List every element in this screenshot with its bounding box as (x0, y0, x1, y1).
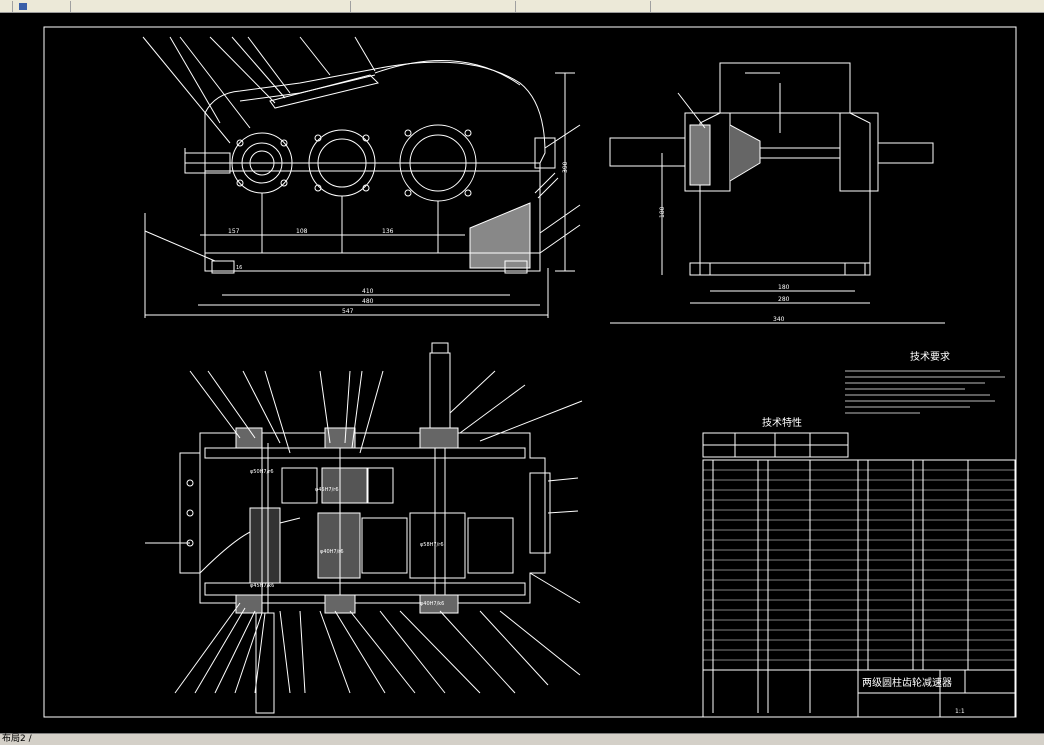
technical-features-table: 技术特性 (702, 416, 849, 458)
tab-document-4[interactable] (516, 0, 651, 12)
svg-text:390: 390 (562, 161, 569, 173)
svg-text:φ40H7/r6: φ40H7/r6 (320, 549, 344, 555)
svg-text:两级圆柱齿轮减速器: 两级圆柱齿轮减速器 (862, 676, 952, 689)
tab-document-1[interactable] (13, 0, 71, 12)
svg-text:φ45H7/k6: φ45H7/k6 (250, 583, 274, 589)
layout-tab-label[interactable]: 布局2 / (2, 734, 32, 744)
svg-text:136: 136 (382, 228, 394, 235)
title-block: 两级圆柱齿轮减速器 1:1 (702, 669, 1016, 718)
svg-text:φ45H7/r6: φ45H7/r6 (315, 487, 339, 493)
svg-text:技术要求: 技术要求 (910, 350, 950, 363)
svg-text:547: 547 (342, 308, 354, 315)
svg-text:1:1: 1:1 (955, 708, 965, 715)
svg-text:410: 410 (362, 288, 374, 295)
layout-status-bar: 布局2 / (0, 733, 1044, 744)
svg-text:技术特性: 技术特性 (762, 416, 802, 429)
parts-list-table (702, 459, 1016, 713)
technical-requirements: 技术要求 (845, 350, 1005, 414)
tab-close-stub[interactable] (0, 0, 13, 12)
svg-text:280: 280 (778, 296, 790, 303)
svg-text:480: 480 (362, 298, 374, 305)
svg-text:340: 340 (773, 316, 785, 323)
front-view: 547 480 410 157 108 136 390 16 (142, 36, 581, 318)
top-section-view: φ50H7/r6 φ45H7/r6 φ40H7/r6 φ58H7/r6 φ45H… (145, 342, 583, 714)
svg-text:108: 108 (296, 228, 308, 235)
svg-text:φ58H7/r6: φ58H7/r6 (420, 542, 444, 548)
cad-drawing-canvas[interactable]: 547 480 410 157 108 136 390 16 (0, 13, 1044, 733)
svg-text:180: 180 (778, 284, 790, 291)
svg-text:16: 16 (236, 265, 242, 271)
tab-document-3[interactable] (351, 0, 516, 12)
svg-text:180: 180 (659, 206, 666, 218)
drawing-border (43, 26, 1017, 718)
document-tab-bar (0, 0, 1044, 13)
svg-text:φ50H7/r6: φ50H7/r6 (250, 469, 274, 475)
svg-text:157: 157 (228, 228, 240, 235)
file-icon (19, 2, 27, 10)
svg-text:φ40H7/k6: φ40H7/k6 (420, 601, 444, 607)
side-view: 340 280 180 180 (609, 62, 945, 324)
tab-document-2[interactable] (211, 0, 351, 12)
